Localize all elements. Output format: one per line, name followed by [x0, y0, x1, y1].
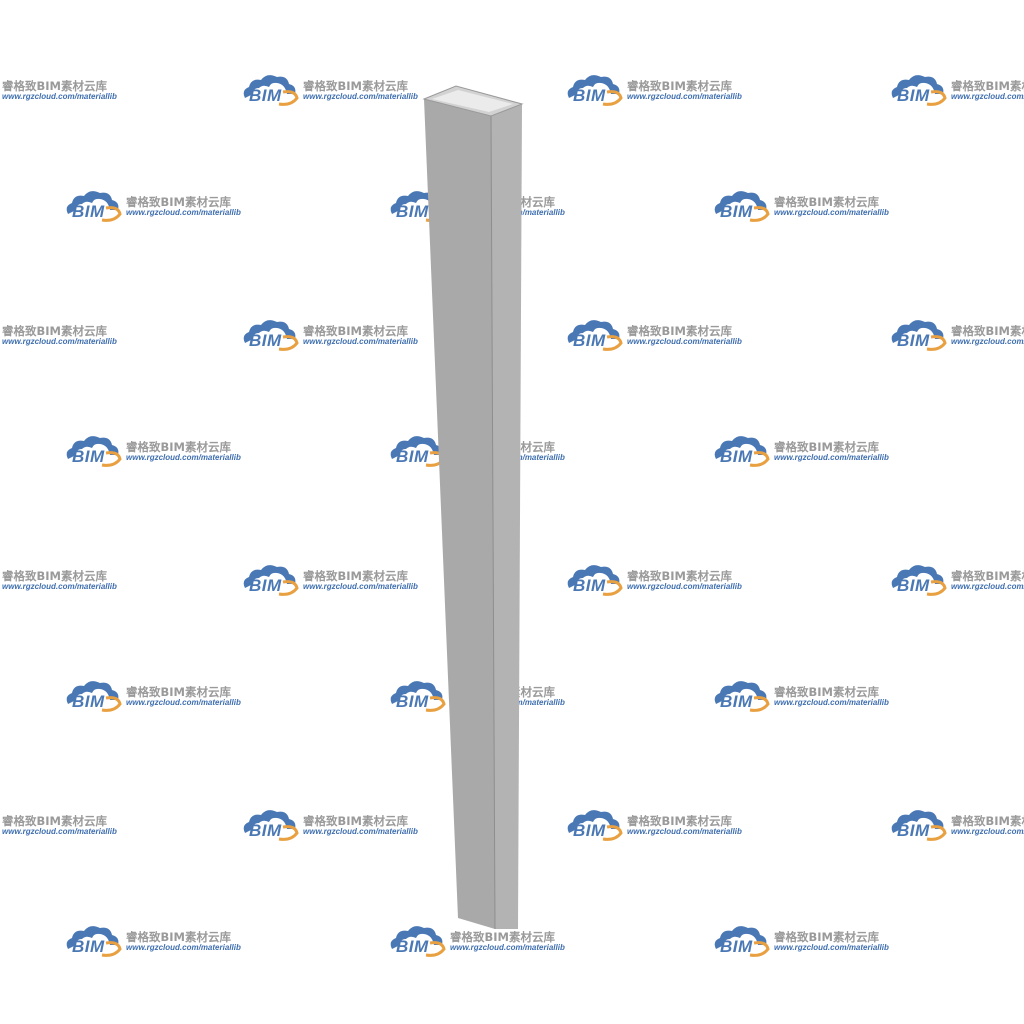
column-edge: [490, 115, 496, 930]
column-side-face: [491, 104, 522, 929]
column-hollow-interior: [432, 90, 513, 112]
column-front-face: [424, 99, 495, 929]
